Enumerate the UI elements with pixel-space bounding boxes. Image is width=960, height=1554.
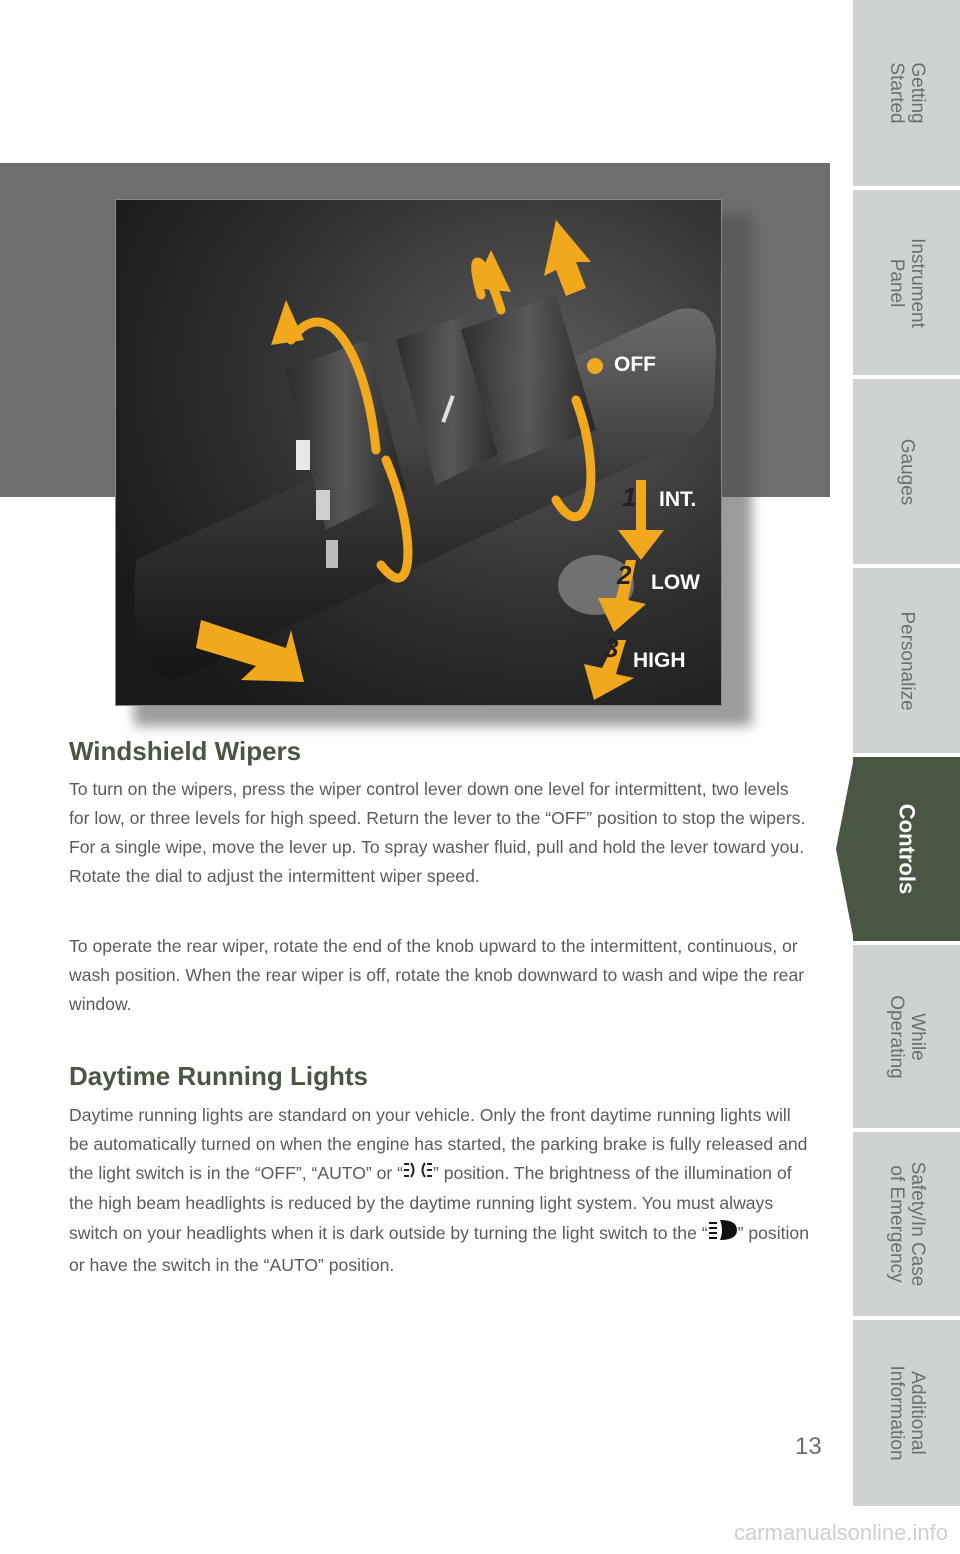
tab-getting-started[interactable]: Getting Started [853,0,960,186]
callout-low: LOW [651,571,700,594]
drl-paragraph: Daytime running lights are standard on y… [69,1101,809,1280]
tab-controls[interactable]: Controls [853,757,960,941]
tab-label: Safety/In Case of Emergency [885,1161,928,1287]
tab-label: Instrument Panel [885,237,928,328]
tab-label: While Operating [885,994,928,1079]
drl-text-part-c: ” position or have the switch in the “AU… [69,1223,809,1275]
callout-low-number: 2 [617,560,632,590]
tab-label: Personalize [896,610,917,711]
wiper-lever-photo: OFF 1 INT. 2 LOW 3 HIGH [115,199,722,706]
wiper-lever-illustration [116,200,721,705]
tab-safety-emergency[interactable]: Safety/In Case of Emergency [853,1132,960,1316]
section-sidebar: Getting Started Instrument Panel Gauges … [853,0,960,1510]
callout-high: HIGH [633,649,686,672]
tab-instrument-panel[interactable]: Instrument Panel [853,190,960,375]
tab-label: Additional Information [885,1365,928,1461]
callout-off: OFF [614,353,656,376]
callout-int: INT. [659,488,697,511]
parking-lights-icon [403,1160,433,1189]
headlight-icon [708,1218,738,1251]
drl-heading: Daytime Running Lights [69,1061,368,1091]
tab-label: Controls [894,803,919,895]
tab-additional-information[interactable]: Additional Information [853,1320,960,1506]
callout-high-number: 3 [604,633,619,663]
wipers-paragraph-2: To operate the rear wiper, rotate the en… [69,936,805,1014]
wipers-paragraph-1: To turn on the wipers, press the wiper c… [69,779,806,886]
active-tab-pointer [836,757,854,941]
drl-text-part-a: Daytime running lights are standard on y… [69,1105,808,1183]
page-number: 13 [795,1433,822,1460]
tab-personalize[interactable]: Personalize [853,568,960,753]
wipers-heading: Windshield Wipers [69,736,302,766]
watermark: carmanualsonline.info [733,1520,948,1545]
drl-text-part-b: ” position. The brightness of the illumi… [69,1163,792,1243]
tab-while-operating[interactable]: While Operating [853,945,960,1128]
callout-int-number: 1 [622,482,637,512]
tab-label: Getting Started [885,62,928,124]
tab-gauges[interactable]: Gauges [853,379,960,564]
tab-label: Gauges [896,438,917,505]
footer-strip [0,1510,960,1554]
